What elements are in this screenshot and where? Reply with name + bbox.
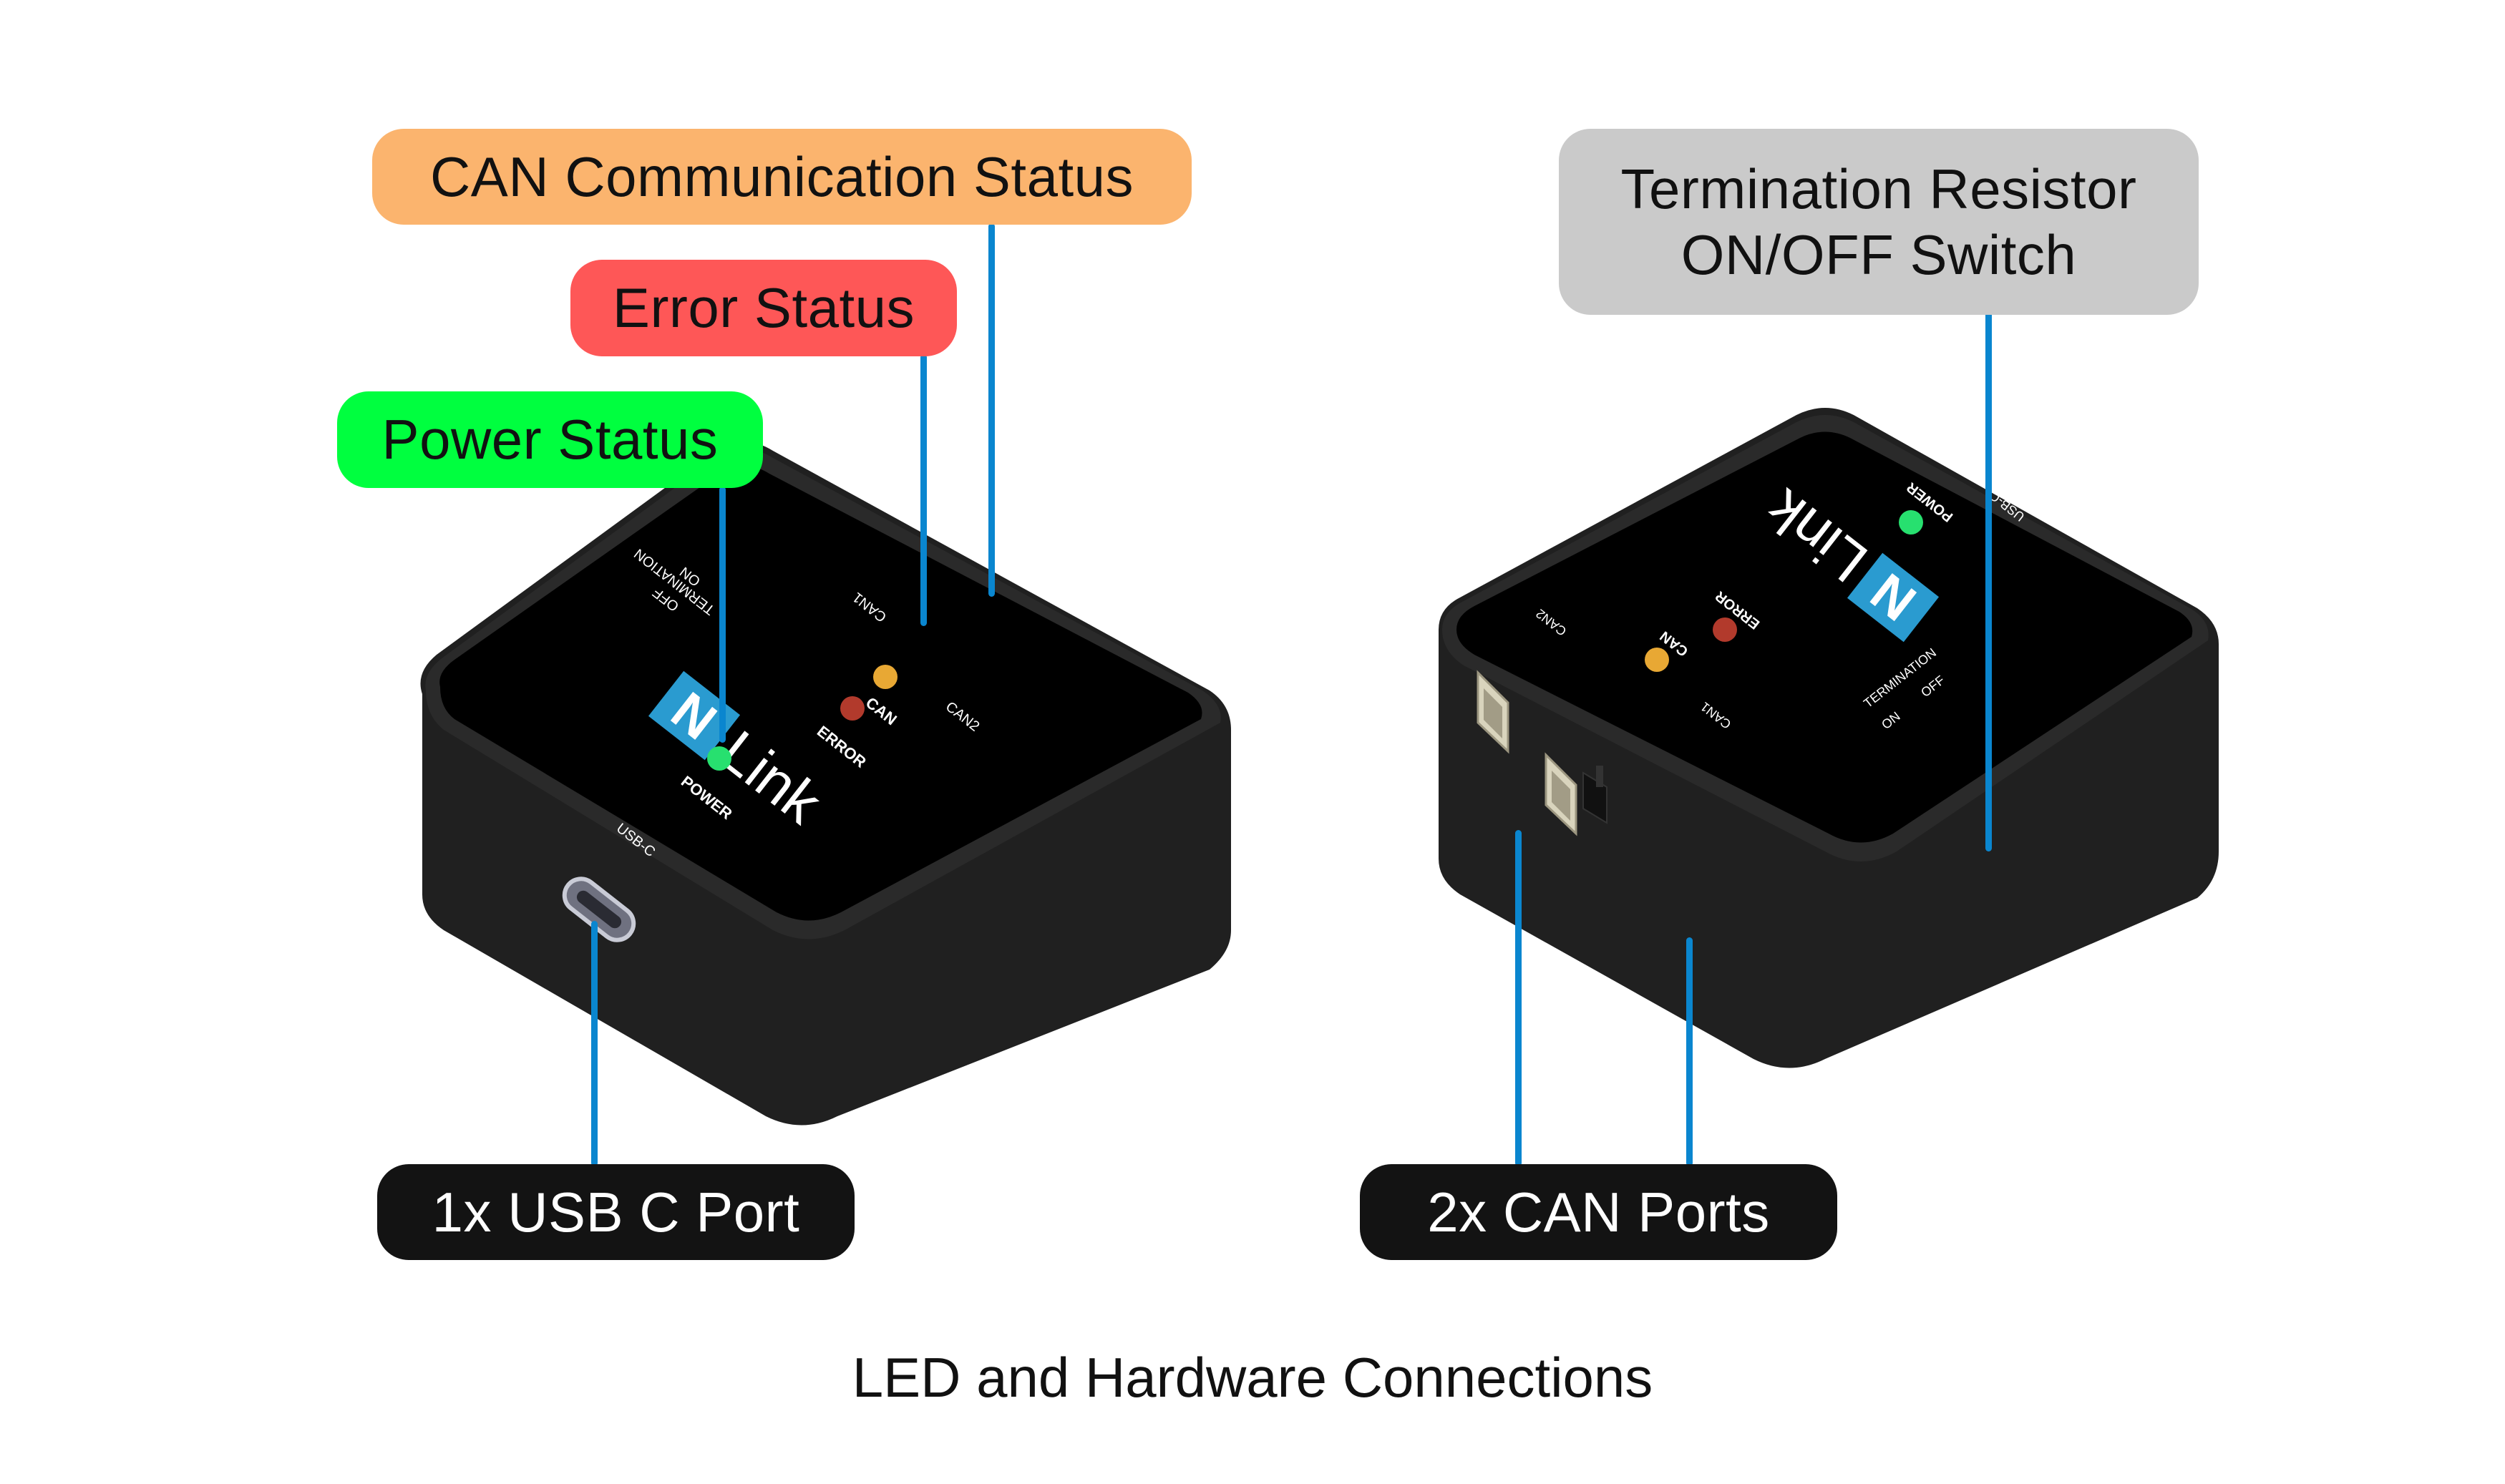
leader-error [920,354,927,626]
can-port-1 [1545,752,1577,836]
leader-termination [1985,292,1992,851]
usb-c-port [562,877,636,942]
led-power [707,746,731,771]
callout-error-status: Error Status [570,260,957,356]
callout-usb-port-label: 1x USB C Port [432,1180,800,1244]
leader-usb [591,921,598,1166]
callout-can-communication-status-label: CAN Communication Status [429,145,1134,208]
device-left: N Link POWER ERROR CAN CAN1 CAN2 USB-C T… [420,441,1231,1126]
led-can [1645,648,1669,672]
callout-termination-switch: Termination Resistor ON/OFF Switch [1559,129,2199,315]
leader-can-port-1 [1686,937,1693,1166]
callout-power-status: Power Status [337,391,763,488]
callout-can-ports-label: 2x CAN Ports [1427,1180,1770,1244]
led-power [1899,510,1923,534]
device-right-top-face [1456,431,2193,843]
callout-can-ports: 2x CAN Ports [1360,1164,1837,1260]
callout-usb-port: 1x USB C Port [377,1164,855,1260]
leader-can-comm [988,223,995,597]
callout-error-status-label: Error Status [612,276,915,340]
figure-caption: LED and Hardware Connections [852,1346,1653,1409]
device-left-top-face [439,466,1202,921]
leader-power [719,487,726,743]
led-error [840,696,865,721]
can-port-2 [1477,670,1509,754]
leader-can-port-2 [1515,830,1522,1166]
led-error [1713,617,1737,642]
led-can [873,665,898,689]
callout-power-status-label: Power Status [381,408,719,472]
callout-can-communication-status: CAN Communication Status [372,129,1192,225]
callout-termination-line1: Termination Resistor [1620,157,2137,220]
termination-switch[interactable] [1582,766,1607,824]
callout-termination-line2: ON/OFF Switch [1680,223,2077,286]
device-right: N Link POWER ERROR CAN USB-C CAN2 CAN1 T… [1439,408,2219,1068]
